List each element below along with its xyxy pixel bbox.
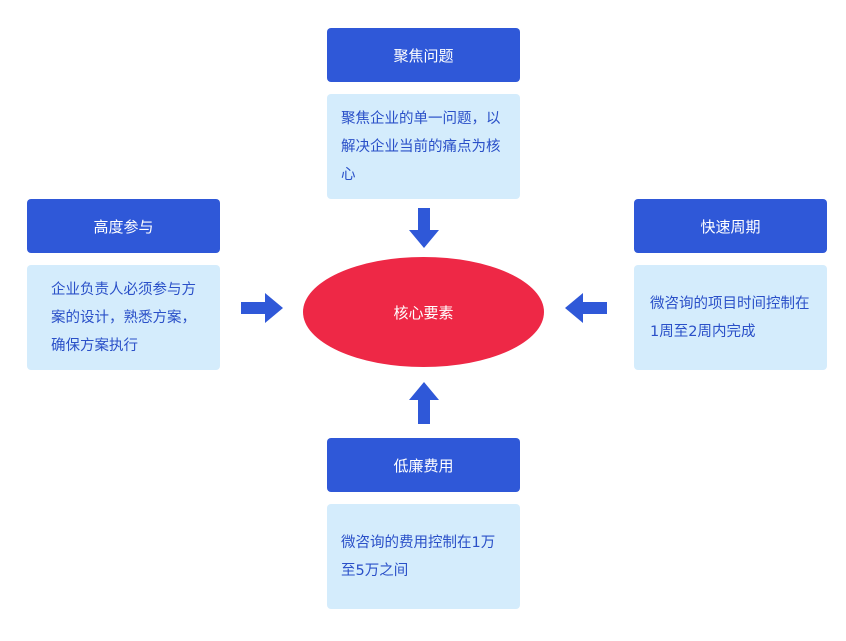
right-description: 微咨询的项目时间控制在1周至2周内完成	[650, 295, 810, 340]
left-description-box: 企业负责人必须参与方案的设计，熟悉方案，确保方案执行	[27, 265, 220, 370]
left-header: 高度参与	[27, 199, 220, 253]
bottom-description-box: 微咨询的费用控制在1万至5万之间	[327, 504, 520, 609]
bottom-title: 低廉费用	[393, 456, 454, 475]
center-ellipse: 核心要素	[303, 257, 544, 367]
arrow-up-icon	[409, 382, 439, 424]
arrow-down-icon	[409, 208, 439, 248]
top-description-box: 聚焦企业的单一问题，以解决企业当前的痛点为核心	[327, 94, 520, 199]
bottom-description: 微咨询的费用控制在1万至5万之间	[341, 534, 496, 579]
right-description-box: 微咨询的项目时间控制在1周至2周内完成	[634, 265, 827, 370]
center-label: 核心要素	[393, 303, 454, 322]
top-header: 聚焦问题	[327, 28, 520, 82]
right-title: 快速周期	[700, 217, 761, 236]
arrow-right-icon	[241, 293, 283, 323]
bottom-header: 低廉费用	[327, 438, 520, 492]
left-description: 企业负责人必须参与方案的设计，熟悉方案，确保方案执行	[51, 281, 196, 354]
left-title: 高度参与	[93, 217, 154, 236]
top-title: 聚焦问题	[393, 46, 454, 65]
top-description: 聚焦企业的单一问题，以解决企业当前的痛点为核心	[341, 110, 501, 183]
arrow-left-icon	[565, 293, 607, 323]
right-header: 快速周期	[634, 199, 827, 253]
